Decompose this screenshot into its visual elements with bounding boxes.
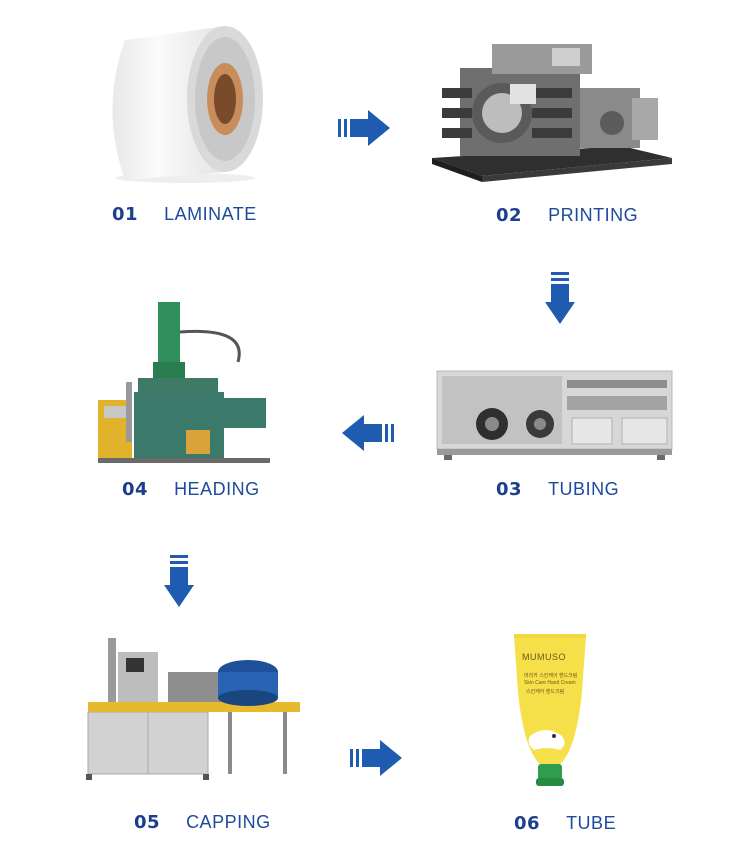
step-number: 04 bbox=[122, 479, 149, 500]
tube-line-3: 스킨케어 핸드크림 bbox=[526, 689, 565, 695]
arrow-down-icon bbox=[545, 272, 575, 324]
step-number: 05 bbox=[134, 812, 161, 833]
tube-line-1: 머리카 스킨케어 핸드크림 bbox=[524, 673, 578, 679]
step-name: LAMINATE bbox=[164, 204, 257, 224]
capping-machine-image bbox=[86, 638, 300, 780]
step-number: 02 bbox=[496, 205, 523, 226]
laminate-roll-image bbox=[112, 26, 263, 183]
step-number: 06 bbox=[514, 813, 541, 834]
step-label-06: 06 TUBE bbox=[514, 813, 616, 834]
step-number: 01 bbox=[112, 204, 139, 225]
arrow-down-icon bbox=[164, 555, 194, 607]
step-label-01: 01 LAMINATE bbox=[112, 204, 257, 225]
arrow-right-icon bbox=[338, 110, 390, 146]
step-name: TUBE bbox=[566, 813, 617, 833]
step-label-03: 03 TUBING bbox=[496, 479, 619, 500]
step-name: PRINTING bbox=[548, 205, 639, 225]
arrow-left-icon bbox=[342, 415, 394, 451]
tube-line-2: Skin Care Hand Cream bbox=[524, 680, 576, 686]
step-number: 03 bbox=[496, 479, 523, 500]
tube-brand: MUMUSO bbox=[522, 652, 566, 662]
tube-shape bbox=[514, 634, 586, 786]
tubing-machine-image bbox=[436, 370, 673, 460]
step-label-02: 02 PRINTING bbox=[496, 205, 638, 226]
step-name: HEADING bbox=[174, 479, 260, 499]
arrow-right-icon bbox=[350, 740, 402, 776]
step-name: CAPPING bbox=[186, 812, 271, 832]
step-label-05: 05 CAPPING bbox=[134, 812, 271, 833]
step-name: TUBING bbox=[548, 479, 620, 499]
cosmetic-tube-image: MUMUSO 머리카 스킨케어 핸드크림 Skin Care Hand Crea… bbox=[510, 632, 590, 790]
step-label-04: 04 HEADING bbox=[122, 479, 260, 500]
heading-machine-image bbox=[98, 302, 270, 463]
printing-machine-image bbox=[432, 44, 672, 182]
